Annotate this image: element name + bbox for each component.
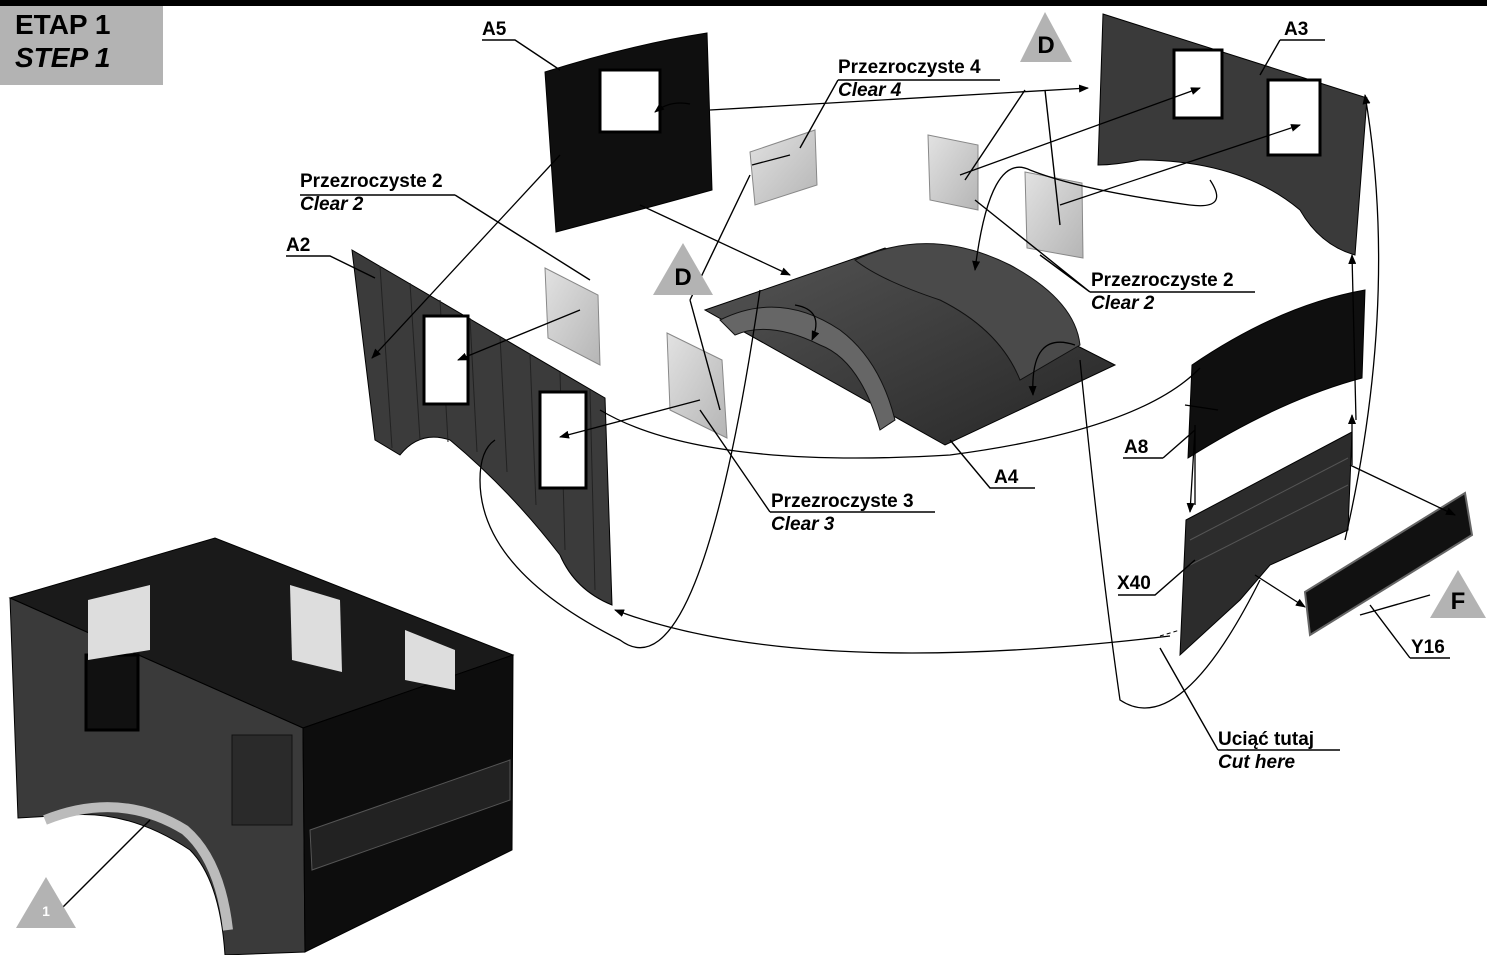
label-y16: Y16 — [1411, 637, 1445, 658]
marker-d-top: D — [1020, 12, 1072, 62]
label-a2: A2 — [286, 235, 310, 256]
marker-f-label: F — [1451, 588, 1466, 615]
label-clear2-left-en: Clear 2 — [300, 194, 364, 215]
label-clear3-pl: Przezroczyste 3 — [771, 491, 914, 512]
marker-f: F — [1430, 570, 1486, 618]
marker-ref-1: 1 — [16, 877, 76, 928]
label-x40: X40 — [1117, 573, 1151, 594]
part-a5 — [544, 32, 713, 233]
part-a3 — [1097, 13, 1368, 256]
label-a3: A3 — [1284, 19, 1308, 40]
step-title-pl: ETAP 1 — [15, 9, 111, 40]
part-a8 — [1187, 289, 1366, 459]
marker-ref-1-label: 1 — [42, 903, 50, 919]
label-clear4-pl: Przezroczyste 4 — [838, 57, 981, 78]
label-clear4-en: Clear 4 — [838, 80, 902, 101]
label-cut-pl: Uciąć tutaj — [1218, 729, 1314, 750]
marker-d-mid-label: D — [674, 264, 691, 291]
label-clear2-left-pl: Przezroczyste 2 — [300, 171, 443, 192]
label-a5: A5 — [482, 19, 507, 40]
label-clear2-right-en: Clear 2 — [1091, 293, 1155, 314]
marker-d-top-label: D — [1037, 32, 1054, 59]
part-y16 — [1303, 491, 1474, 637]
marker-d-mid: D — [653, 243, 713, 295]
clear-part-2-left — [544, 267, 601, 366]
leader-lines — [59, 39, 1450, 911]
assembled-cabin — [8, 537, 515, 955]
label-clear3-en: Clear 3 — [771, 514, 835, 535]
top-rule — [0, 0, 1487, 6]
clear-part-3 — [666, 332, 728, 439]
step-header: ETAP 1 STEP 1 — [0, 6, 163, 85]
clear-part-2-right-b — [1024, 171, 1084, 259]
part-a4 — [703, 243, 1117, 446]
part-x40 — [1179, 431, 1353, 657]
assembly-arrows — [371, 84, 1456, 709]
label-cut-en: Cut here — [1218, 752, 1296, 773]
label-clear2-right-pl: Przezroczyste 2 — [1091, 270, 1234, 291]
clear-part-4 — [749, 129, 818, 206]
label-a4: A4 — [994, 467, 1019, 488]
step-title-en: STEP 1 — [15, 42, 111, 73]
clear-part-2-right-a — [927, 134, 979, 211]
label-a8: A8 — [1124, 437, 1148, 458]
